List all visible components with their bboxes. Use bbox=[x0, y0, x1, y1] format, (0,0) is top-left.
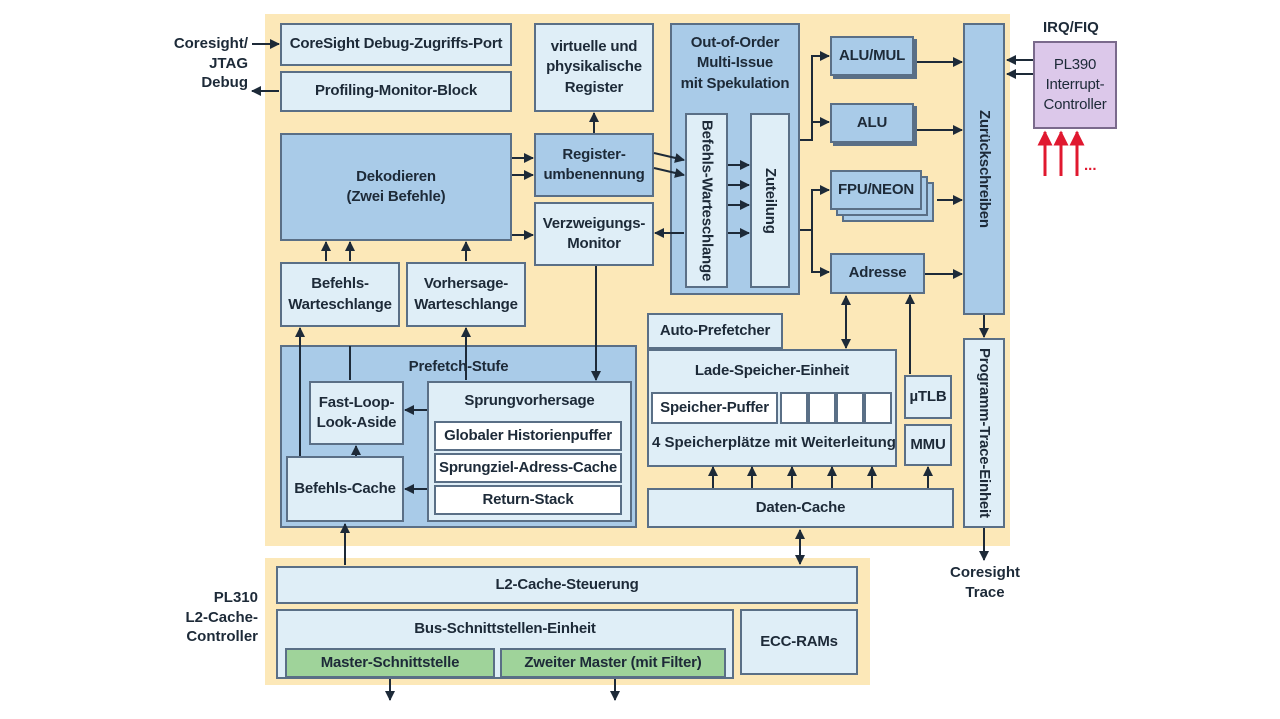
branch-prediction-label: Sprungvorhersage bbox=[464, 392, 595, 409]
register-file-block: virtuelle und physikalische Register bbox=[534, 23, 654, 112]
ecc-rams: ECC-RAMs bbox=[740, 609, 858, 675]
program-trace-unit: Programm-Trace-Einheit bbox=[963, 338, 1005, 528]
alu-mul-unit: ALU/MUL bbox=[830, 36, 914, 76]
load-store-unit-label: Lade-Speicher-Einheit bbox=[694, 362, 850, 379]
store-buffer: Speicher-Puffer bbox=[651, 392, 778, 424]
arrow-rename-queue-1 bbox=[653, 152, 685, 163]
return-stack: Return-Stack bbox=[434, 485, 622, 515]
mmu-block: MMU bbox=[904, 424, 952, 466]
alu-unit: ALU bbox=[830, 103, 914, 143]
utlb-block: µTLB bbox=[904, 375, 952, 419]
instruction-cache: Befehls-Cache bbox=[286, 456, 404, 522]
bus-interface-unit-label: Bus-Schnittstellen-Einheit bbox=[414, 620, 596, 637]
coresight-jtag-debug-label: Coresight/ JTAG Debug bbox=[173, 35, 248, 91]
register-rename-block: Register- umbenennung bbox=[534, 133, 654, 197]
writeback-block: Zurückschreiben bbox=[963, 23, 1005, 315]
prediction-queue-block: Vorhersage- Warteschlange bbox=[406, 262, 526, 327]
arrow-dispatch-alumul bbox=[800, 51, 830, 141]
dispatch-block: Zuteilung bbox=[750, 113, 790, 288]
store-slot-2 bbox=[808, 392, 836, 424]
profiling-monitor-block: Profiling-Monitor-Block bbox=[280, 71, 512, 112]
second-master-interface: Zweiter Master (mit Filter) bbox=[500, 648, 726, 678]
coresight-trace-label: Coresight Trace bbox=[949, 564, 1020, 601]
branch-monitor-block: Verzweigungs- Monitor bbox=[534, 202, 654, 266]
out-of-order-label: Out-of-Order Multi-Issue mit Spekulation bbox=[680, 34, 790, 92]
pl310-label: PL310 L2-Cache- Controller bbox=[185, 589, 258, 645]
address-unit: Adresse bbox=[830, 253, 925, 294]
irq-fiq-label: IRQ/FIQ bbox=[1043, 19, 1099, 36]
irq-more-label: ... bbox=[1084, 157, 1097, 174]
instruction-queue-block: Befehls- Warteschlange bbox=[280, 262, 400, 327]
l2-cache-control: L2-Cache-Steuerung bbox=[276, 566, 858, 604]
prefetch-stage-label: Prefetch-Stufe bbox=[408, 358, 509, 375]
fpu-neon-unit: FPU/NEON bbox=[830, 170, 922, 210]
data-cache: Daten-Cache bbox=[647, 488, 954, 528]
decode-block: Dekodieren (Zwei Befehle) bbox=[280, 133, 512, 241]
store-slot-3 bbox=[836, 392, 864, 424]
pl390-interrupt-controller: PL390 Interrupt- Controller bbox=[1033, 41, 1117, 129]
master-interface: Master-Schnittstelle bbox=[285, 648, 495, 678]
instruction-queue-vertical: Befehls-Warteschlange bbox=[685, 113, 728, 288]
store-slots-label: 4 Speicherplätze mit Weiterleitung bbox=[652, 434, 896, 451]
branch-target-address-cache: Sprungziel-Adress-Cache bbox=[434, 453, 622, 483]
debug-port-block: CoreSight Debug-Zugriffs-Port bbox=[280, 23, 512, 66]
fast-loop-lookaside: Fast-Loop- Look-Aside bbox=[309, 381, 404, 445]
arrow-dispatch-address bbox=[811, 230, 830, 277]
store-slot-4 bbox=[864, 392, 892, 424]
arrow-rename-queue-2 bbox=[653, 167, 685, 178]
store-slot-1 bbox=[780, 392, 808, 424]
auto-prefetcher: Auto-Prefetcher bbox=[647, 313, 783, 349]
global-history-buffer: Globaler Historienpuffer bbox=[434, 421, 622, 451]
arrow-dispatch-fpu bbox=[800, 185, 830, 231]
